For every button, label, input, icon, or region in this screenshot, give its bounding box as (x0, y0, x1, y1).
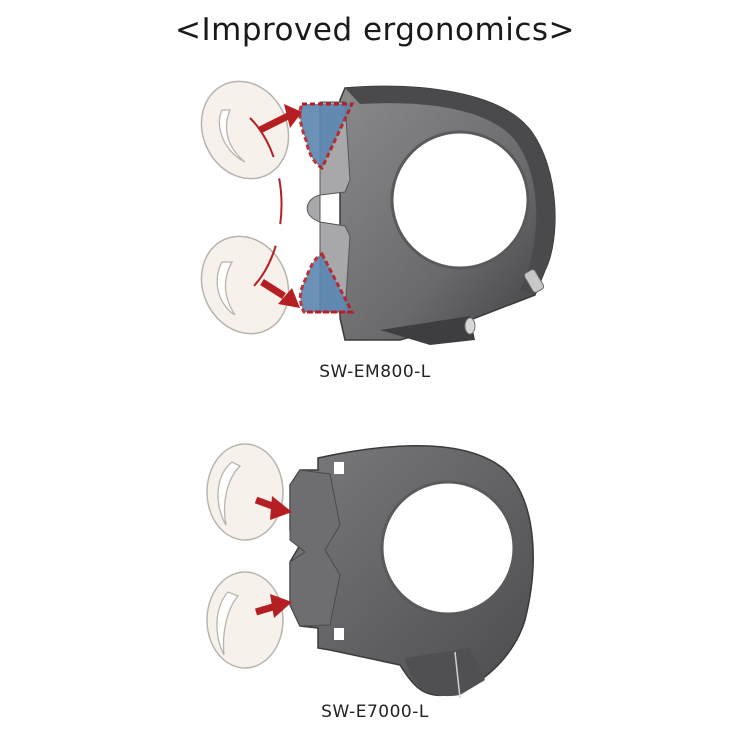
model-label-em800: SW-EM800-L (319, 362, 431, 382)
thumb-upper-icon (206, 443, 284, 541)
shifter-body-e7000 (289, 445, 534, 699)
arrow-upper-icon (254, 496, 292, 520)
arrow-lower-icon (260, 279, 300, 308)
diagram-title: <Improved ergonomics> (175, 12, 575, 48)
motion-arc (249, 117, 283, 291)
arrow-lower-icon (254, 594, 292, 618)
arrow-upper-icon (258, 104, 302, 134)
figure-sw-em800-l (200, 80, 556, 345)
thumb-lower-icon (206, 571, 284, 669)
thumb-lower-icon (200, 235, 290, 335)
figure-sw-e7000-l (206, 443, 534, 699)
shifter-body-em800 (306, 85, 556, 345)
thumb-upper-icon (200, 80, 290, 180)
model-label-e7000: SW-E7000-L (321, 702, 429, 722)
highlight-lower (298, 251, 355, 314)
